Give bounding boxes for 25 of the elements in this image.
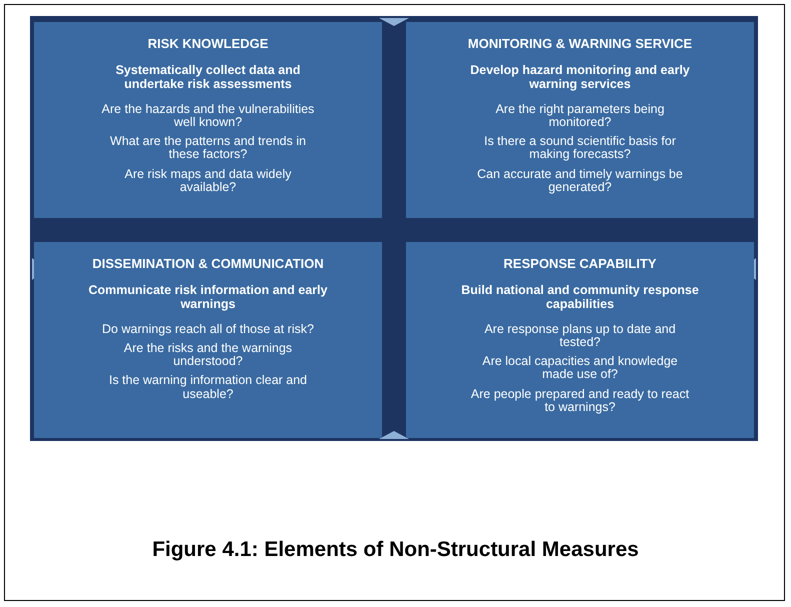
question-text: Do warnings reach all of those at risk? bbox=[101, 323, 315, 336]
question-text: Are local capacities and knowledge made use of? bbox=[481, 355, 679, 382]
question-text: Is there a sound scientific basis for making forecasts? bbox=[483, 135, 677, 162]
quadrant-box bbox=[34, 242, 382, 438]
question-text: Are the hazards and the vulnerabilities well known? bbox=[100, 103, 316, 130]
subheading-text: Communicate risk information and early warnings bbox=[88, 283, 328, 311]
subheading-text: Systematically collect data and undertake risk assessments bbox=[114, 63, 302, 91]
subheading-text: Develop hazard monitoring and early warning services bbox=[469, 63, 691, 91]
heading-text: MONITORING & WARNING SERVICE bbox=[466, 36, 694, 51]
question-text: Are response plans up to date and tested? bbox=[483, 323, 677, 350]
quadrant-box bbox=[34, 22, 382, 218]
heading-text: RISK KNOWLEDGE bbox=[146, 36, 270, 51]
heading-text: RESPONSE CAPABILITY bbox=[502, 256, 658, 271]
quadrant-box bbox=[406, 242, 754, 438]
question-text: Are risk maps and data widely available? bbox=[124, 168, 292, 194]
subheading-text: Build national and community response capabilities bbox=[460, 283, 700, 311]
question-text: Can accurate and timely warnings be generated? bbox=[476, 168, 684, 194]
question-text: What are the patterns and trends in these factors? bbox=[109, 135, 307, 162]
question-text: Are people prepared and ready to react to warnings? bbox=[470, 388, 690, 414]
quadrant-box bbox=[406, 22, 754, 218]
figure-caption: Figure 4.1: Elements of Non-Structural Measures bbox=[151, 538, 640, 562]
question-text: Are the right parameters being monitored? bbox=[494, 103, 666, 130]
question-text: Is the warning information clear and useable? bbox=[108, 374, 308, 401]
heading-text: DISSEMINATION & COMMUNICATION bbox=[91, 256, 325, 271]
question-text: Are the risks and the warnings understood? bbox=[122, 342, 294, 368]
